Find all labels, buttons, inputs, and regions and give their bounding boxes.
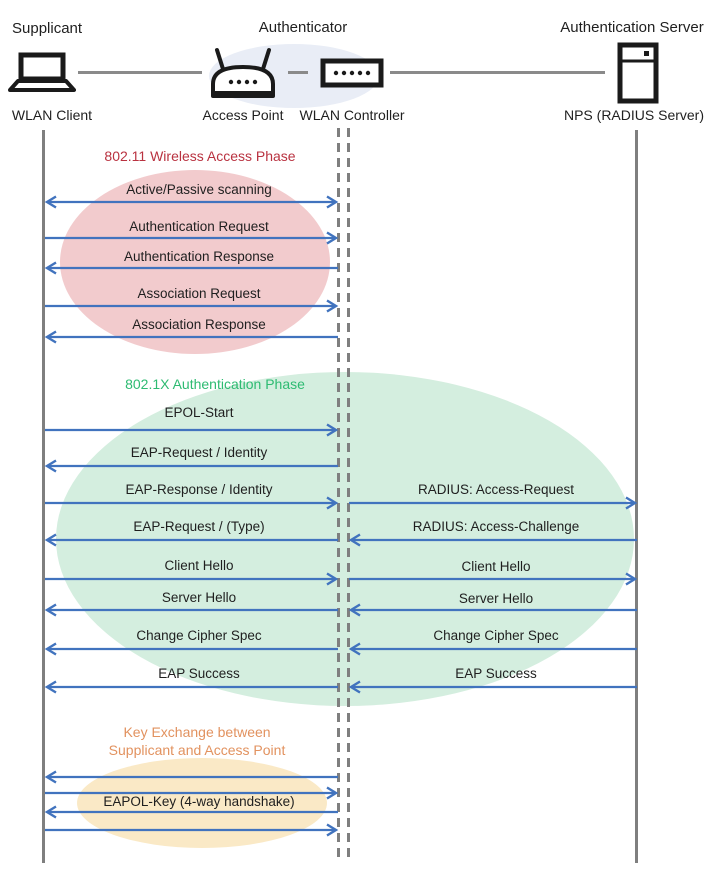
message-label: Authentication Response — [123, 249, 275, 264]
message-arrow-left — [348, 603, 637, 617]
connector-controller-server — [390, 71, 605, 74]
message-arrow-left — [44, 642, 338, 656]
message-arrow-right — [45, 299, 339, 313]
message-label: Client Hello — [164, 558, 234, 573]
message-label: EAP-Request / (Type) — [133, 519, 265, 534]
device-label-wlan-client: WLAN Client — [11, 107, 93, 123]
message-label: EAPOL-Key (4-way handshake) — [103, 794, 295, 809]
message-arrow-left — [44, 533, 338, 547]
message-arrow-left — [44, 770, 338, 784]
message-label: EAP-Response / Identity — [125, 482, 273, 497]
message-label: EAP-Request / Identity — [130, 445, 268, 460]
server-icon — [617, 42, 659, 104]
lifeline-server — [635, 130, 638, 863]
message-label: Server Hello — [458, 591, 534, 606]
role-label-authentication-server: Authentication Server — [560, 19, 704, 36]
message-arrow-left — [348, 642, 637, 656]
wlan-controller-icon — [320, 58, 384, 88]
message-arrow-left — [44, 680, 338, 694]
access-point-icon — [211, 48, 275, 98]
connector-ap-controller — [288, 71, 308, 74]
message-arrow-right — [349, 496, 638, 510]
lifeline-controller-dashed-right — [347, 128, 350, 858]
message-arrow-right — [349, 572, 638, 586]
message-arrow-left — [44, 330, 338, 344]
message-label: EAP Success — [158, 666, 240, 681]
message-arrow-right — [45, 572, 339, 586]
message-label: EAP Success — [455, 666, 537, 681]
message-label: EPOL-Start — [164, 405, 234, 420]
laptop-icon — [8, 52, 76, 92]
role-label-supplicant: Supplicant — [12, 20, 83, 37]
device-label-access-point: Access Point — [202, 107, 284, 123]
connector-client-ap — [78, 71, 202, 74]
phase-title-key-exchange: Key Exchange between Supplicant and Acce… — [108, 724, 286, 758]
device-label-wlan-controller: WLAN Controller — [299, 107, 405, 123]
message-arrow-left — [44, 261, 338, 275]
role-label-authenticator: Authenticator — [258, 19, 348, 36]
message-arrow-left — [44, 603, 338, 617]
device-label-nps: NPS (RADIUS Server) — [563, 107, 705, 123]
message-label: RADIUS: Access-Challenge — [412, 519, 580, 534]
message-label: Active/Passive scanning — [126, 182, 272, 197]
lifeline-supplicant — [42, 130, 45, 863]
message-arrow-right — [45, 231, 339, 245]
message-arrow-left — [44, 459, 338, 473]
message-arrow-left — [44, 805, 338, 819]
message-label: Association Response — [132, 317, 266, 332]
phase-title-80211-wireless-access: 802.11 Wireless Access Phase — [104, 148, 296, 164]
message-arrow-right — [45, 423, 339, 437]
lifeline-controller-dashed-left — [337, 128, 340, 858]
message-label: RADIUS: Access-Request — [417, 482, 575, 497]
message-label: Association Request — [137, 286, 261, 301]
message-arrow-both — [44, 195, 339, 209]
message-label: Client Hello — [461, 559, 531, 574]
message-arrow-right — [45, 786, 339, 800]
message-label: Authentication Request — [129, 219, 269, 234]
message-arrow-left — [348, 533, 637, 547]
message-label: Change Cipher Spec — [136, 628, 262, 643]
message-label: Server Hello — [161, 590, 237, 605]
message-arrow-left — [348, 680, 637, 694]
phase-title-8021x-authentication: 802.1X Authentication Phase — [125, 376, 305, 392]
message-label: Change Cipher Spec — [433, 628, 559, 643]
phase-ellipse-key-exchange — [77, 758, 327, 848]
phase-ellipse-80211-wireless-access — [60, 170, 330, 354]
message-arrow-right — [45, 496, 339, 510]
message-arrow-right — [45, 823, 339, 837]
